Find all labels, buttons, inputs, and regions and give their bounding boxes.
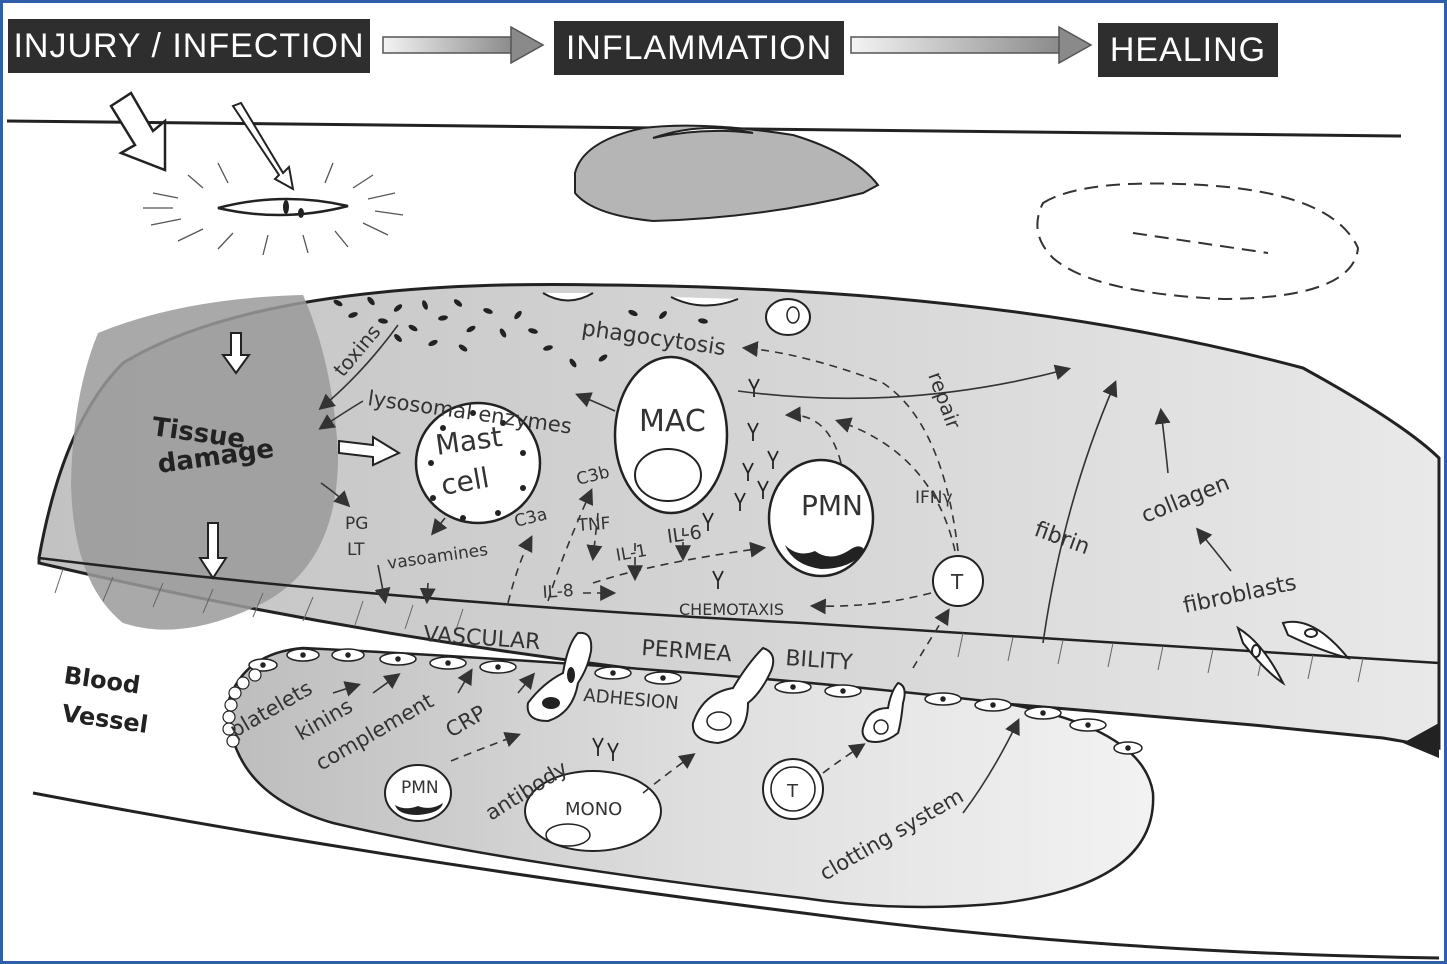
pmn-adhesion-arrow [450, 731, 521, 762]
inflammation-diagram: Tissue damage toxins phagocytosis lysoso… [6, 25, 1441, 960]
antibody-symbols [592, 378, 779, 761]
enzymes-arrow [318, 400, 364, 430]
vessel-pmn-cell [384, 764, 452, 822]
chemotaxis-label: CHEMOTAXIS [679, 600, 784, 619]
il8-label: IL-8 [542, 581, 574, 603]
transmigrating-pmn [526, 631, 593, 723]
vaso-down-arrow [419, 582, 436, 605]
mono-vessel-label: MONO [565, 799, 622, 820]
tissue-pmn-cell [767, 458, 875, 578]
toxins-arrow [318, 324, 399, 411]
damage-arrow-1 [221, 332, 251, 375]
vessel-mono-cell [524, 770, 662, 852]
pmn-vessel-label: PMN [401, 778, 439, 798]
vessel-t-cell [762, 758, 824, 820]
vessel-outer-wall [32, 791, 1440, 960]
tnf-label: TNF [576, 514, 611, 536]
damage-arrow-2 [198, 522, 228, 580]
mac-label: MAC [639, 404, 706, 439]
tcell-adhesion-arrow [822, 743, 866, 774]
collagen-arrow-up [1154, 407, 1171, 474]
ifn-arrow [834, 417, 956, 552]
clotting-arrow [962, 718, 1020, 814]
platelets-arrow [332, 681, 362, 697]
bility-label: BILITY [785, 646, 854, 676]
fibroblast-cells [1236, 620, 1351, 686]
stage-arrow-1 [382, 25, 545, 65]
mast-cell-label-2: cell [438, 461, 491, 502]
bacteria-swarm [333, 296, 708, 368]
repair-arrow [737, 364, 1072, 400]
tissue-damage-area [71, 295, 339, 630]
stage-inflammation: INFLAMMATION [554, 21, 844, 75]
mast-trigger-arrow [338, 435, 402, 467]
pmn-to-mac-arrow [784, 406, 842, 464]
tcell-out-arrow [912, 608, 950, 669]
mast-cell [414, 401, 542, 525]
il-to-pmn-arrow [592, 541, 767, 584]
transmigrating-t-cell [861, 681, 906, 743]
t-cell-vessel-label: T [786, 781, 799, 802]
pmn-tissue-label: PMN [801, 489, 863, 522]
tissue-t-cell [932, 555, 984, 607]
chemotaxis-arrow [809, 592, 932, 615]
swelling-bump [574, 124, 880, 223]
c3a-arrow [507, 535, 533, 604]
pglt-arrow [320, 482, 351, 508]
c3b-arrow [547, 488, 594, 602]
crp-arrow [517, 672, 536, 694]
transmigrating-mono [691, 646, 775, 745]
il6-label: IL-6 [666, 521, 704, 548]
kinins-arrow [372, 673, 401, 694]
fibrin-arrow [1042, 380, 1118, 644]
blood-label: Blood [62, 661, 142, 699]
ifn-label: IFNγ [915, 488, 953, 508]
mono-adhesion-arrow [642, 753, 696, 794]
vasoamines-arrow [431, 517, 448, 536]
wound-icon [143, 162, 404, 256]
vessel-label: Vessel [60, 699, 150, 739]
injury-arrow-large [109, 91, 167, 172]
tcell-to-phago-arrow [741, 341, 959, 552]
t-cell-tissue-label: T [950, 570, 964, 594]
blood-vessel-lumen [226, 646, 1155, 909]
lt-label: LT [347, 540, 365, 560]
injury-arrow-small [231, 101, 295, 191]
pglt-down-arrow [374, 564, 391, 605]
platelet-cluster [222, 668, 262, 748]
surface-cell [765, 298, 811, 336]
pg-label: PG [345, 514, 368, 534]
complement-arrow [457, 668, 473, 694]
mac-to-enzymes-arrow [575, 392, 616, 412]
stage-arrow-2 [850, 25, 1093, 65]
macrophage-cell [613, 355, 729, 515]
endothelial-lining [248, 648, 1143, 755]
stage-healing: HEALING [1098, 23, 1278, 77]
fibroblasts-arrow [1195, 527, 1232, 572]
tnf-arrow [586, 512, 603, 562]
healed-scar-outline [1036, 182, 1360, 301]
stage-injury-infection: INJURY / INFECTION [8, 19, 370, 73]
